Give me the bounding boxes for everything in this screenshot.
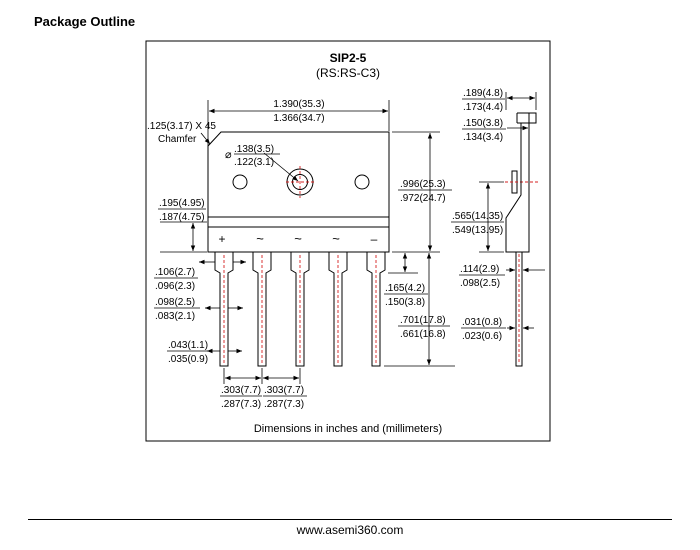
chamfer-label: .125(3.17) X 45 [147,121,216,132]
shoulder-min: .150(3.8) [385,297,425,308]
hole-leader [263,152,299,182]
chamfer-label-2: Chamfer [158,134,197,145]
pin-1 [214,252,234,367]
body-height-min: .972(24.7) [400,193,446,204]
diagram-subtitle: (RS:RS-C3) [316,66,380,80]
dimensions-caption: Dimensions in inches and (millimeters) [254,423,442,435]
right-hole [354,174,370,190]
pin-3 [290,252,310,367]
diagram-title: SIP2-5 [330,51,367,65]
footer-rule [28,519,672,520]
footer-url: www.asemi360.com [296,523,404,537]
side-height-max: .565(14.35) [452,211,503,222]
side-lead [515,252,523,367]
pin-pitch-max: .106(2.7) [155,267,195,278]
side-total-max: .189(4.8) [463,88,503,99]
pin-mark-ac-3: ~ [332,231,340,246]
side-view: .189(4.8) .173(4.4) .150(3.8) .134(3.4) … [451,88,545,367]
left-hole [232,174,248,190]
spacing-2-max: .303(7.7) [264,385,304,396]
pins [214,252,386,367]
chamfer-leader [200,132,211,145]
diameter-symbol: ⌀ [225,149,232,161]
page-heading: Package Outline [34,14,136,29]
side-lead-max: .031(0.8) [462,317,502,328]
drawing-frame [145,40,551,442]
side-height-min: .549(13.95) [452,225,503,236]
pin-pitch-min: .096(2.3) [155,281,195,292]
pin-thick-max: .043(1.1) [168,340,208,351]
lead-length-max: .701(17.8) [400,315,446,326]
pin-4 [328,252,348,367]
side-lead-min: .023(0.6) [462,331,502,342]
width-max: 1.390(35.3) [273,99,324,110]
front-view: + ~ ~ ~ – .125(3.17) X 45 Chamfer ⌀ .138… [147,99,455,410]
pin-mark-plus: + [218,232,225,246]
width-min: 1.366(34.7) [273,113,324,124]
pin-5 [366,252,386,367]
pin-mark-ac-2: ~ [294,231,302,246]
hole-dia-min: .122(3.1) [234,157,274,168]
side-pin-max: .114(2.9) [460,264,499,275]
pin-thick-min: .035(0.9) [168,354,208,365]
pin-mark-minus: – [371,232,378,246]
step-min: .187(4.75) [159,212,205,223]
spacing-2-min: .287(7.3) [264,399,304,410]
step-max: .195(4.95) [159,198,205,209]
body-height-max: .996(25.3) [400,179,446,190]
pin-2 [252,252,272,367]
side-body-min: .134(3.4) [463,132,503,143]
spacing-1-min: .287(7.3) [221,399,261,410]
pin-width-max: .098(2.5) [155,297,195,308]
spacing-1-max: .303(7.7) [221,385,261,396]
shoulder-max: .165(4.2) [385,283,425,294]
side-total-min: .173(4.4) [463,102,503,113]
pin-mark-ac-1: ~ [256,231,264,246]
side-pin-min: .098(2.5) [460,278,500,289]
side-body-max: .150(3.8) [463,118,503,129]
pin-width-min: .083(2.1) [155,311,195,322]
hole-dia-max: .138(3.5) [234,144,274,155]
lead-length-min: .661(16.8) [400,329,446,340]
